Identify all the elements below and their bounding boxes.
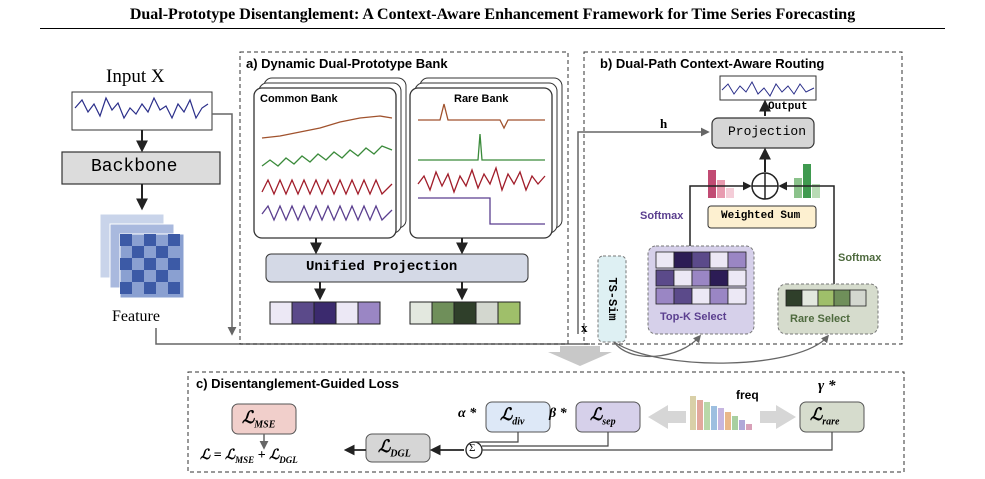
panel-a-title: a) Dynamic Dual-Prototype Bank xyxy=(246,56,448,71)
loss-mse-label: ℒMSE xyxy=(242,408,275,430)
gamma-label: γ * xyxy=(818,378,836,394)
panel-b-border xyxy=(583,51,903,345)
output-series-line xyxy=(721,80,815,97)
unified-projection-box xyxy=(265,253,529,283)
loss-sep-sub: sep xyxy=(602,416,616,428)
weighted-sum-label: Weighted Sum xyxy=(721,210,801,222)
sigma-label: Σ xyxy=(469,442,476,454)
loss-rare-sub: rare xyxy=(822,416,840,428)
loss-mse-sub: MSE xyxy=(254,419,276,431)
input-label: Input X xyxy=(106,66,165,87)
loss-rare-symbol: ℒ xyxy=(810,405,823,424)
softmax-right-label: Softmax xyxy=(838,252,882,264)
feature-to-loss-line xyxy=(155,328,590,345)
projection-label: Projection xyxy=(728,124,807,139)
weighted-sum-box xyxy=(707,205,817,229)
rare-bank-card xyxy=(409,87,553,239)
feature-grid xyxy=(99,213,185,299)
right-weight-bars xyxy=(794,164,820,198)
tssim-to-topk xyxy=(613,334,702,358)
backbone-label: Backbone xyxy=(91,157,178,177)
sep-to-sigma xyxy=(482,432,609,447)
panel-c-title: c) Disentanglement-Guided Loss xyxy=(196,376,399,391)
left-weight-bars xyxy=(708,170,734,198)
common-series-1 xyxy=(261,115,393,139)
right-sum-line xyxy=(778,181,835,288)
rare-series-4 xyxy=(418,197,545,225)
loss-mse-symbol: ℒ xyxy=(242,408,255,427)
title-rule xyxy=(40,28,945,29)
feature-label: Feature xyxy=(112,308,160,325)
rare-series-2 xyxy=(418,133,545,161)
common-bank-card xyxy=(253,87,397,239)
loss-rare-label: ℒrare xyxy=(810,405,839,427)
rare-select-label: Rare Select xyxy=(790,313,850,325)
freq-arrow-left xyxy=(648,405,686,429)
topk-label: Top-K Select xyxy=(660,311,727,323)
common-series-4 xyxy=(261,204,393,222)
beta-label: β * xyxy=(549,406,567,421)
rare-series-3 xyxy=(417,165,546,194)
loss-div-label: ℒdiv xyxy=(500,405,524,427)
common-embedding-cells xyxy=(269,301,381,325)
loss-sep-label: ℒsep xyxy=(590,405,616,427)
freq-arrow-right xyxy=(760,405,796,429)
input-series-box xyxy=(71,91,213,131)
common-series-3 xyxy=(261,178,393,196)
feature-to-bank-line xyxy=(212,113,237,336)
ts-sim-label: TS-Sim xyxy=(605,277,619,321)
h-arrow xyxy=(577,127,710,334)
div-to-sigma xyxy=(474,432,519,443)
alpha-label: α * xyxy=(458,406,477,421)
rare-to-sigma xyxy=(482,432,833,451)
rare-select-cells xyxy=(785,289,867,307)
unified-projection-label: Unified Projection xyxy=(306,259,458,275)
h-label: h xyxy=(660,116,668,131)
rare-series-1 xyxy=(418,103,545,130)
formula-lhs: ℒ = ℒ xyxy=(200,448,236,463)
left-sum-line xyxy=(689,181,752,248)
x-label: x xyxy=(581,320,588,335)
panel-a-border xyxy=(239,51,569,345)
rare-bank-label: Rare Bank xyxy=(454,93,509,105)
ts-sim-box xyxy=(597,255,627,343)
topk-matrix xyxy=(655,251,747,305)
loss-formula: ℒ = ℒMSE + ℒDGL xyxy=(200,447,298,465)
flow-down-arrow xyxy=(548,346,612,366)
common-bank-label: Common Bank xyxy=(260,93,338,105)
formula-plus: + ℒ xyxy=(254,448,280,463)
formula-sub-dgl: DGL xyxy=(279,454,298,465)
loss-div-symbol: ℒ xyxy=(500,405,513,424)
loss-sep-symbol: ℒ xyxy=(590,405,603,424)
panel-c-border xyxy=(187,371,905,473)
tssim-to-rare xyxy=(613,334,829,364)
panel-b-title: b) Dual-Path Context-Aware Routing xyxy=(600,56,825,71)
rare-embedding-cells xyxy=(409,301,521,325)
freq-label: freq xyxy=(736,388,759,402)
loss-dgl-label: ℒDGL xyxy=(378,437,411,459)
formula-sub-mse: MSE xyxy=(235,454,255,465)
loss-dgl-symbol: ℒ xyxy=(378,437,391,456)
input-series-line xyxy=(74,96,209,120)
output-series-box xyxy=(719,75,817,101)
freq-histogram xyxy=(690,396,752,430)
softmax-left-label: Softmax xyxy=(640,210,684,222)
loss-div-sub: div xyxy=(512,416,525,428)
output-label: Output xyxy=(768,101,808,113)
common-series-2 xyxy=(261,145,393,167)
loss-dgl-sub: DGL xyxy=(390,448,411,460)
figure-title: Dual-Prototype Disentanglement: A Contex… xyxy=(129,6,856,23)
